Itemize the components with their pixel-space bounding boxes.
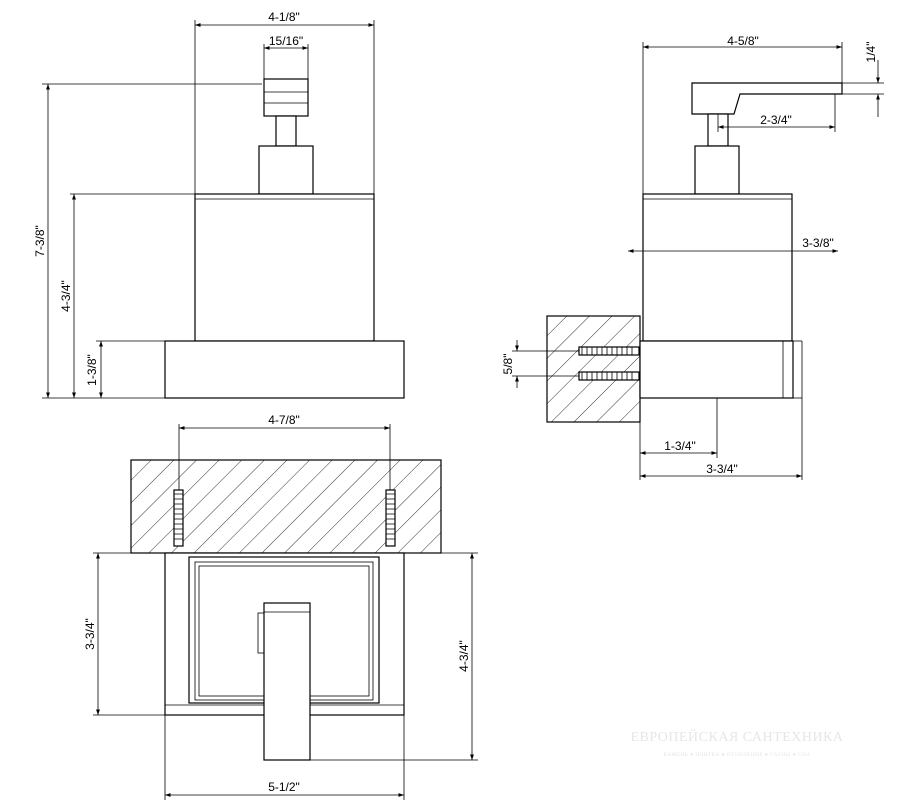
- side-container: [642, 193, 793, 342]
- dim-front-base-height: 1-3/8": [85, 354, 99, 386]
- dim-side-anchor-spacing: 5/8": [501, 354, 515, 375]
- side-spout: [691, 82, 843, 115]
- front-base: [164, 340, 405, 399]
- watermark-title: ЕВРОПЕЙСКАЯ САНТЕХНИКА: [630, 728, 843, 745]
- front-container: [194, 193, 375, 342]
- top-anchor-right: [385, 489, 396, 547]
- dim-front-nozzle-width: 15/16": [269, 34, 303, 48]
- dim-side-spout-reach: 2-3/4": [760, 113, 792, 127]
- top-view: 4-7/8" 3-3/4" 4-3/4" 5-1/2": [83, 413, 478, 800]
- side-base: [639, 340, 794, 399]
- dim-top-width: 5-1/2": [268, 780, 300, 794]
- side-anchor-lower: [578, 371, 640, 381]
- dim-top-depth-left: 3-3/4": [83, 618, 97, 650]
- dim-side-spout-thickness: 1/4": [864, 42, 878, 63]
- dim-side-container-depth: 3-3/8": [802, 236, 834, 250]
- dim-front-width: 4-1/8": [268, 10, 300, 24]
- dim-front-total-height: 7-3/8": [33, 225, 47, 257]
- side-view: 4-5/8" 1/4" 2-3/4" 3-3/8" 5/8" 1-3/4" 3-…: [501, 34, 884, 480]
- dim-front-container-height: 4-3/4": [59, 280, 73, 312]
- side-anchor-upper: [578, 346, 640, 356]
- dim-side-base-depth: 3-3/4": [706, 462, 738, 476]
- front-view: 4-1/8" 15/16" 7-3/8" 4-3/4" 1-3/8": [33, 10, 405, 399]
- front-pump-head: [263, 78, 309, 117]
- watermark-subtitle: КАМЕНЬ ● ПЛИТКА ● ОТОПЛЕНИЕ ● САУНЫ ● СП…: [663, 752, 810, 758]
- dim-side-total-depth: 4-5/8": [727, 34, 759, 48]
- watermark: ЕВРОПЕЙСКАЯ САНТЕХНИКА КАМЕНЬ ● ПЛИТКА ●…: [630, 728, 843, 758]
- side-wall-section: [546, 315, 641, 423]
- side-bottle-neck: [694, 145, 740, 195]
- front-pump-stem: [275, 115, 297, 147]
- dim-top-depth-right: 4-3/4": [457, 640, 471, 672]
- front-bottle-neck: [258, 145, 314, 195]
- top-spout: [263, 602, 311, 761]
- top-anchor-left: [173, 489, 184, 547]
- dim-side-base-offset: 1-3/4": [664, 439, 696, 453]
- dim-top-anchor-spacing: 4-7/8": [268, 413, 300, 427]
